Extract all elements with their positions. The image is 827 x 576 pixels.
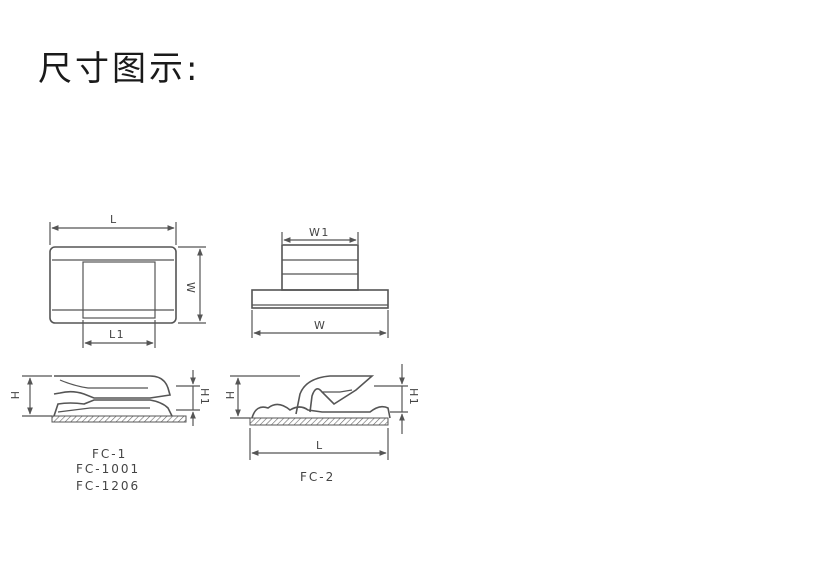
fc2-adhesive-foam	[251, 403, 391, 419]
fc1-base-hatch	[51, 415, 187, 423]
fc2-raised-block	[281, 244, 359, 291]
fc1-caption: FC-1 FC-1001 FC-1206	[76, 447, 140, 493]
fc2-base-hatch	[249, 417, 389, 426]
fc1-label-H: H	[8, 391, 21, 401]
fc2-side-view: H H1 L	[223, 364, 420, 460]
fc2-label-W: W	[314, 319, 326, 332]
fc1-label-L1: L1	[109, 328, 125, 341]
fc2-label-H: H	[223, 391, 236, 401]
fc1-model-line-2: FC-1001	[76, 462, 140, 476]
fc1-outer-body	[49, 246, 177, 324]
fc2-base-strip	[251, 289, 389, 309]
fc2-label-L: L	[316, 439, 324, 452]
fc2-label-W1: W1	[309, 226, 330, 239]
fc2-model-label: FC-2	[300, 470, 335, 484]
fc1-inner-pad	[82, 261, 156, 319]
page-title: 尺寸图示:	[38, 49, 201, 89]
fc2-label-H1: H1	[407, 388, 420, 406]
fc1-top-view: L W L1	[49, 213, 206, 348]
fc1-label-W: W	[184, 282, 197, 294]
fc1-label-H1: H1	[198, 388, 211, 406]
fc1-clip-profile	[53, 375, 173, 417]
fc2-hook	[295, 375, 375, 415]
fc2-caption: FC-2	[300, 470, 335, 484]
fc2-top-view: W1 W	[251, 226, 389, 338]
fc1-side-view: H H1	[8, 370, 211, 426]
fc1-model-line-3: FC-1206	[76, 479, 140, 493]
fc1-model-line-1: FC-1	[92, 447, 127, 461]
fc1-label-L: L	[110, 213, 118, 226]
